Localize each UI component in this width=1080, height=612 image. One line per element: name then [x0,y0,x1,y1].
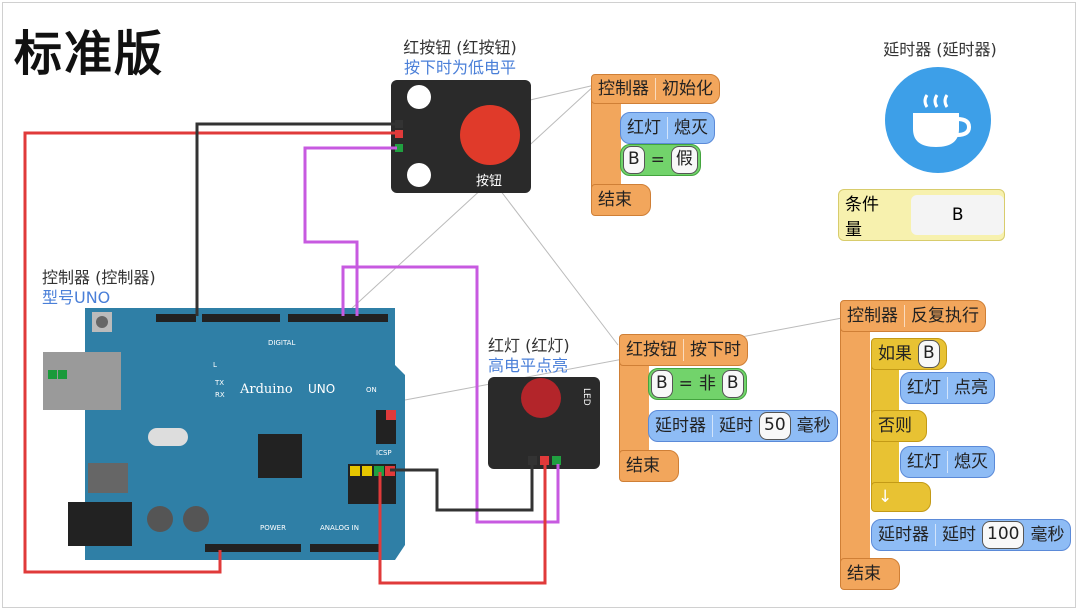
wires [23,122,560,585]
press-block-s1-var-text: B [651,370,673,398]
init-block-s2-eq-text: = [650,150,665,170]
chip [258,434,302,478]
led-module-desc-text: 高电平点亮 [488,356,569,375]
controller-desc-text: 型号UNO [42,288,111,307]
press-block-end-text: 结束 [626,456,660,476]
press-block-s2-unit-text: 毫秒 [796,416,831,436]
loop-block-d-unit-text: 毫秒 [1030,525,1065,545]
button-label: 按钮 [476,174,502,189]
init-hat-block[interactable]: 控制器初始化 [591,74,720,104]
controller-label: 控制器 (控制器)型号UNO [42,268,156,308]
button-module: 按钮 [391,80,531,193]
timer-device[interactable] [885,67,991,173]
loop-block-then-obj-text: 红灯 [907,378,941,398]
wire-purple-button [303,146,397,316]
condition-variable[interactable]: 条件量 B [838,189,1005,241]
wire-black-led [390,464,534,512]
usb-port [43,352,121,410]
else-block[interactable]: 否则 [871,410,927,442]
board-icsp-text: ICSP [376,449,392,457]
loop-block-d-obj-text: 延时器 [878,525,929,545]
press-hat-block[interactable]: 红按钮按下时 [619,334,748,366]
loop-block-else-text: 否则 [878,416,912,436]
press-block-head-text: 红按钮 [626,340,677,360]
condition-variable-label: 条件量 [845,195,879,240]
init-block-s2-var-text: B [623,146,645,174]
board-power-text: POWER [260,524,286,532]
loop-block-d-act-text: 延时 [942,525,976,545]
loop-block-head-text: 控制器 [847,306,898,326]
init-end-block[interactable]: 结束 [591,184,651,216]
wire-purple-led [341,265,560,524]
wire-red-led [378,464,547,585]
board-on-text: ON [366,386,377,394]
init-assign-block[interactable]: B=假 [620,144,701,176]
link-button-press [499,189,619,346]
red-button [460,105,520,165]
board-l-text: L [213,361,217,369]
then-led-on-block[interactable]: 红灯点亮 [900,372,995,404]
board-brand: Arduino [239,382,293,397]
board-digital-text: DIGITAL [268,339,295,347]
button-module-label: 红按钮 (红按钮)按下时为低电平 [370,38,550,78]
init-block-s1-act-text: 熄灭 [674,118,708,138]
init-led-off-block[interactable]: 红灯熄灭 [620,112,715,144]
led-module-name-text: 红灯 (红灯) [488,336,570,355]
loop-block-arrow-text: ↓ [878,487,893,507]
press-block-event-text: 按下时 [690,340,741,360]
button-module-desc-text: 按下时为低电平 [403,58,516,77]
timer-label: 延时器 (延时器) [883,40,997,59]
loop-hat-block[interactable]: 控制器反复执行 [840,300,986,332]
board-model: UNO [308,382,335,396]
loop-block-then-act-text: 点亮 [954,378,988,398]
else-led-off-block[interactable]: 红灯熄灭 [900,446,995,478]
led-module: LED [488,377,600,469]
press-block-s2-num-text: 50 [759,412,791,440]
press-block-s2-obj-text: 延时器 [655,416,706,436]
if-end-block[interactable]: ↓ [871,482,931,512]
press-block-s2-act-text: 延时 [719,416,753,436]
press-block-s1-eq-text: = [678,374,693,394]
board-rx-text: RX [215,391,225,399]
loop-block-else-act-text: 熄灭 [954,452,988,472]
wire-black-button [195,122,397,316]
wire-red-button [23,131,397,574]
init-block-s1-obj-text: 红灯 [627,118,661,138]
button-module-name-text: 红按钮 (红按钮) [403,38,517,57]
press-end-block[interactable]: 结束 [619,450,679,482]
press-block-s1-val-text: B [721,370,744,398]
controller-name-text: 控制器 (控制器) [42,268,156,287]
loop-block-if-cond-text: B [918,340,940,368]
init-block-end-text: 结束 [598,190,632,210]
arduino-board: Arduino UNO DIGITAL POWER ANALOG IN ICSP… [43,308,405,560]
link-controller-init [349,84,596,311]
loop-block-end-text: 结束 [847,564,881,584]
condition-variable-value[interactable]: B [911,195,1004,235]
led-module-label: 红灯 (红灯)高电平点亮 [488,336,570,376]
loop-block-else-obj-text: 红灯 [907,452,941,472]
if-block[interactable]: 如果 B [871,338,947,370]
board-tx-text: TX [214,379,224,387]
led-module-label-text: LED [581,388,591,406]
power-jack [68,502,132,546]
coffee-cup-icon [913,94,972,148]
init-block-head-text: 控制器 [598,79,649,99]
press-block-s1-not-text: 非 [698,374,716,394]
init-block-s2-val-text: 假 [670,146,698,174]
init-block-event-text: 初始化 [662,79,713,99]
link-button-init [529,84,596,101]
page-title: 标准版 [14,26,165,82]
loop-end-block[interactable]: 结束 [840,558,900,590]
loop-block-event-text: 反复执行 [911,306,979,326]
board-analog-text: ANALOG IN [320,524,359,532]
loop-block-if-text: 如果 [878,344,912,364]
loop-block-d-num-text: 100 [982,521,1025,549]
